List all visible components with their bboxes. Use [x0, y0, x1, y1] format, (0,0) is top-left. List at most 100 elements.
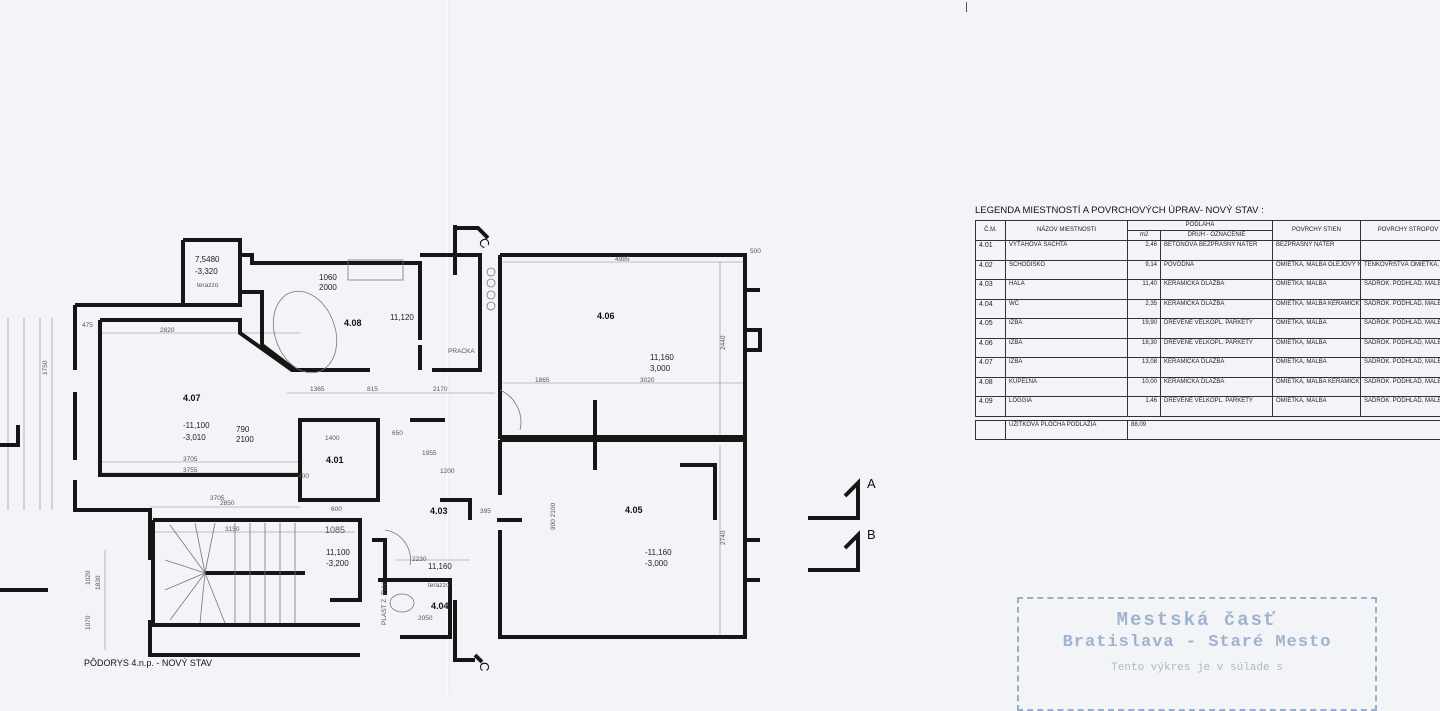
svg-text:3020: 3020: [640, 377, 655, 384]
legend-cell-ceil: SADROK. PODHLAD, MALBA: [1361, 319, 1440, 339]
legend-cell-m2: 2,35: [1128, 299, 1161, 319]
svg-text:B: B: [867, 527, 876, 542]
legend-cell-cm: 4.05: [976, 319, 1006, 339]
svg-text:1200: 1200: [440, 468, 455, 475]
legend-cell-walls: OMIETKA, MALBA: [1273, 280, 1361, 300]
legend-cell-ceil: SADROK. PODHLAD, MALBA: [1361, 338, 1440, 358]
legend-cell-cm: 4.02: [976, 260, 1006, 280]
toilet-icon: [390, 594, 414, 612]
elevation-label: -3,320: [195, 267, 218, 276]
door-size: 2000: [319, 283, 337, 292]
room-number: 4.07: [183, 393, 201, 403]
room-4.09: 7,5480 -3,320 terazzo: [195, 255, 220, 289]
total-label: ÚŽITKOVÁ PLOCHA PODLAŽIA: [1006, 420, 1128, 440]
legend-cell-m2: 1,46: [1128, 397, 1161, 417]
elevation-label: -11,160: [645, 548, 672, 557]
door-size: 1060: [319, 273, 337, 282]
legend-title: LEGENDA MIESTNOSTÍ A POVRCHOVÝCH ÚPRAV- …: [975, 205, 1440, 216]
door-swing: [500, 390, 521, 430]
legend-cell-name: HALA: [1006, 280, 1128, 300]
section-marker-b: B: [808, 527, 876, 570]
legend-cell-m2: 9,14: [1128, 260, 1161, 280]
floor-label: terazzo: [428, 582, 450, 589]
legend-cell-walls: OMIETKA, MALBA KERAMICKÝ OBKLAD v 1800mm: [1273, 377, 1361, 397]
section-marker-a: A: [808, 476, 876, 518]
svg-text:815: 815: [367, 386, 378, 393]
legend-cell-type: KERAMICKÁ DLAŽBA: [1161, 299, 1273, 319]
legend-cell-walls: OMIETKA, MALBA: [1273, 319, 1361, 339]
legend-cell-type: KERAMICKÁ DLAŽBA: [1161, 377, 1273, 397]
svg-text:395: 395: [480, 508, 491, 515]
fixture-label: PRACKA: [448, 348, 475, 355]
elevation-label: 11,100: [326, 548, 350, 557]
room-4.06: 4.06 11,160 3,000: [597, 311, 674, 373]
header-type: DRUH - OZNAČENIE: [1161, 231, 1273, 241]
legend-cell-ceil: SADROK. PODHLAD, MALBA: [1361, 299, 1440, 319]
elevation-label: 11,160: [428, 562, 452, 571]
svg-text:1955: 1955: [422, 450, 437, 457]
legend-cell-type: BETÓNOVÁ BEZPRAŠNÝ NÁTER: [1161, 241, 1273, 261]
section-marker-c-bottom: C: [475, 655, 492, 671]
legend-cell-walls: OMIETKA, MALBA OLEJOVÝ NÁTER v.1800mm: [1273, 260, 1361, 280]
walls: [75, 225, 760, 660]
header-walls: POVRCHY STIEN: [1273, 221, 1361, 241]
fixtures: [165, 260, 521, 623]
svg-text:2440: 2440: [720, 335, 727, 350]
legend-cell-type: DREVENÉ VELKOPL. PARKETY: [1161, 338, 1273, 358]
elevation-label: 11,160: [650, 353, 674, 362]
plan-title: PÔDORYS 4.n.p. - NOVÝ STAV: [84, 658, 212, 668]
legend-cell-type: KERAMICKÁ DLAŽBA: [1161, 280, 1273, 300]
svg-text:1085: 1085: [325, 525, 345, 535]
room-4.05: 4.05 -11,160 -3,000 900 2100: [550, 503, 672, 568]
legend-cell-m2: 18,30: [1128, 338, 1161, 358]
header-name: NÁZOV MIESTNOSTI: [1006, 221, 1128, 241]
header-m2: m2: [1128, 231, 1161, 241]
legend-cell-ceil: SADROK. PODHLAD, MALBA: [1361, 397, 1440, 417]
room-4.07: 4.07 -11,100 -3,010 790 2100: [183, 393, 254, 444]
legend-cell-name: VÝŤAHOVÁ ŠACHTA: [1006, 241, 1128, 261]
section-marker-c-top: C: [455, 228, 493, 251]
legend-cell-type: DREVENÉ VELKOPL. PARKETY: [1161, 397, 1273, 417]
legend-cell-m2: 2,46: [1128, 241, 1161, 261]
legend-cell-cm: 4.01: [976, 241, 1006, 261]
legend-cell-name: LOGGIA: [1006, 397, 1128, 417]
legend-cell-walls: BEZPRAŠNÝ NÁTER: [1273, 241, 1361, 261]
svg-text:1020: 1020: [85, 570, 92, 585]
section-mark-left: [0, 425, 18, 445]
svg-text:1400: 1400: [325, 435, 340, 442]
door-size: 900 2100: [550, 503, 557, 530]
room-number: 4.06: [597, 311, 615, 321]
legend-cell-cm: 4.06: [976, 338, 1006, 358]
svg-text:2230: 2230: [412, 556, 427, 563]
legend-table: Č.M. NÁZOV MIESTNOSTI PODLAHA POVRCHY ST…: [975, 220, 1440, 440]
floor-label: terazzo: [197, 282, 219, 289]
legend-cell-walls: OMIETKA, MALBA: [1273, 358, 1361, 378]
legend-cell-cm: 4.04: [976, 299, 1006, 319]
door-size: 2100: [236, 435, 254, 444]
legend-cell-ceil: SADROK. PODHLAD, MALBA: [1361, 377, 1440, 397]
room-number: 4.08: [344, 318, 362, 328]
svg-text:3705: 3705: [210, 495, 225, 502]
legend-cell-walls: OMIETKA, MALBA KERAMICKÝ OBKLAD v 1800mm: [1273, 299, 1361, 319]
legend-cell-m2: 19,90: [1128, 319, 1161, 339]
legend-cell-m2: 10,00: [1128, 377, 1161, 397]
legend-cell-name: IZBA: [1006, 338, 1128, 358]
svg-text:3150: 3150: [225, 526, 240, 533]
elevation-label: -11,100: [183, 421, 210, 430]
elevation-label: 11,120: [390, 313, 414, 322]
svg-text:1750: 1750: [42, 360, 49, 375]
legend-cell-ceil: SADROK. PODHLAD, MALBA: [1361, 280, 1440, 300]
room-number: 4.04: [431, 601, 449, 611]
header-floor: PODLAHA: [1128, 221, 1273, 231]
svg-text:4985: 4985: [615, 256, 630, 263]
room-4.02: 11,100 -3,200: [326, 548, 350, 568]
legend-cell-name: IZBA: [1006, 358, 1128, 378]
elevation-label: -3,010: [183, 433, 206, 442]
legend-cell-cm: 4.07: [976, 358, 1006, 378]
legend-cell-ceil: TENKOVRSTVÁ OMIETKA, MAL: [1361, 260, 1440, 280]
